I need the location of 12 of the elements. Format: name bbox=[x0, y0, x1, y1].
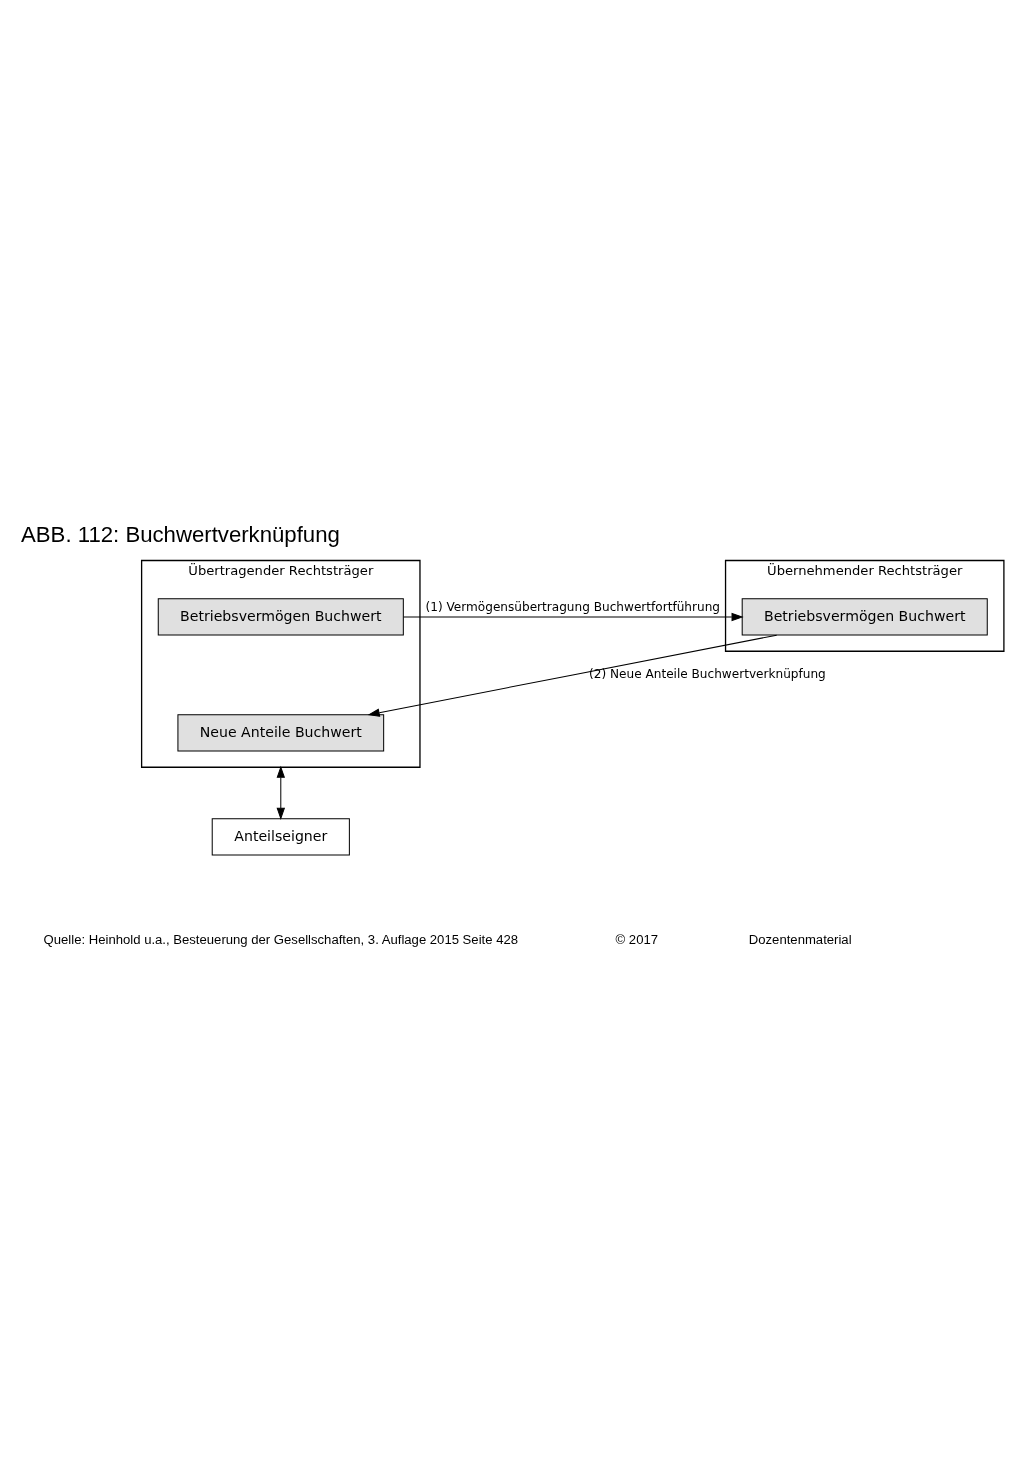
edge-label: (1) Vermögensübertragung Buchwertfortführung bbox=[425, 599, 720, 614]
arrow bbox=[276, 765, 285, 820]
label: Dozentenmaterial bbox=[748, 932, 852, 948]
arrow bbox=[402, 612, 744, 622]
label: © 2017 bbox=[615, 932, 658, 948]
node-box: Anteilseigner bbox=[211, 818, 350, 856]
diagram-title: ABB. 112: Buchwertverknüpfung bbox=[20, 521, 340, 547]
edge-label: (2) Neue Anteile Buchwertverknüpfung bbox=[588, 667, 826, 682]
node-box: Betriebsvermögen Buchwert bbox=[157, 598, 404, 636]
label: Quelle: Heinhold u.a., Besteuerung der Gesellschaften, 3. Auflage 2015 Seite 428 bbox=[43, 932, 518, 948]
node-box: Betriebsvermögen Buchwert bbox=[741, 598, 988, 636]
node-box: Neue Anteile Buchwert bbox=[176, 714, 384, 752]
